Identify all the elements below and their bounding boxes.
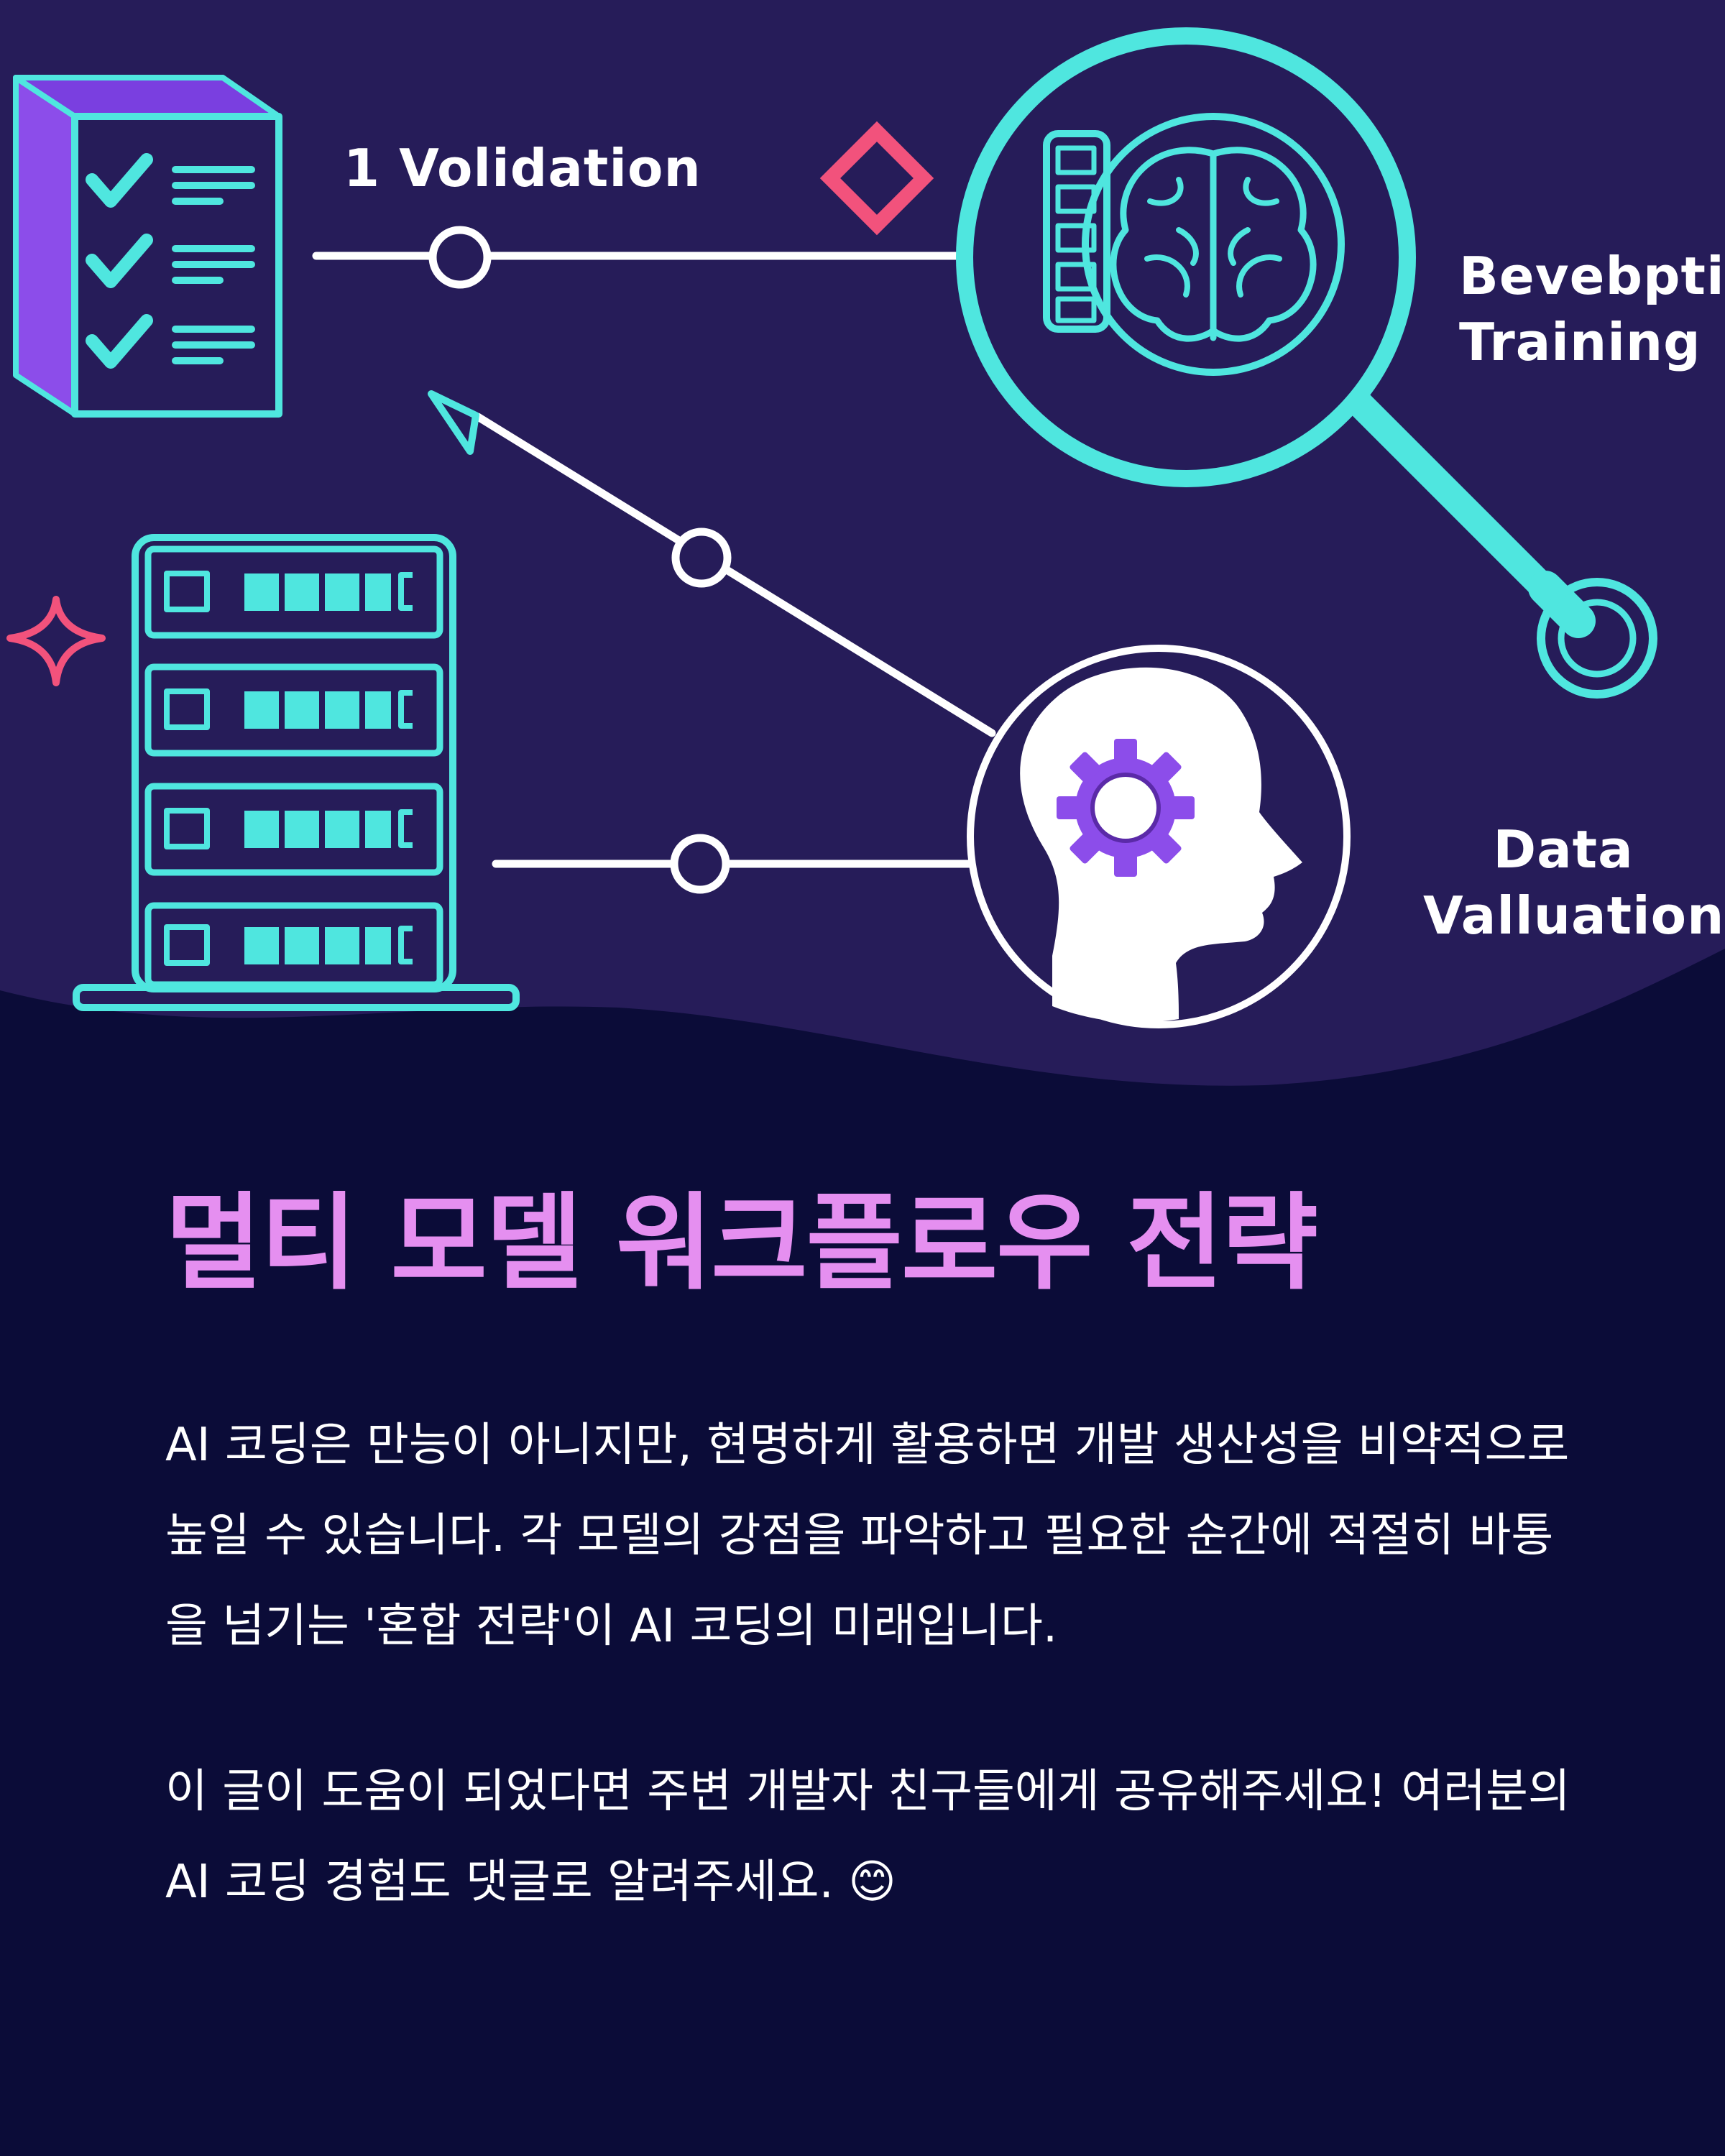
node-circle-bottom [670,834,730,894]
head-gear-icon [967,645,1351,1028]
body-paragraph-2: 이 글이 도움이 되었다면 주변 개발자 친구들에게 공유해주세요! 여러분의 … [165,1765,1570,1909]
page-title: 멀티 모델 워크플로우 전략 [165,1182,1318,1304]
magnifier-brain-icon [956,27,1657,699]
label-validation: 1 Volidation [344,138,702,198]
connector-lines [312,252,996,868]
connector-nodes [428,226,732,894]
checklist-icon [13,75,282,418]
server-rack-icon [73,534,520,1011]
connector-line-diagonal [474,413,996,737]
label-data-valuation: Data Valluation [1423,819,1725,946]
label-training: Bevebptin Training [1459,246,1725,372]
workflow-illustration [0,0,1725,1086]
sparkle-icon [6,596,106,686]
node-circle-diagonal [671,528,732,588]
text-section: 멀티 모델 워크플로우 전략 AI 코딩은 만능이 아니지만, 현명하게 활용하… [165,1179,1581,1927]
body-paragraph-1: AI 코딩은 만능이 아니지만, 현명하게 활용하면 개발 생산성을 비약적으로… [165,1419,1570,1653]
diamond-icon [819,121,934,236]
arrow-head-icon [428,390,479,455]
node-circle-top [428,226,492,289]
